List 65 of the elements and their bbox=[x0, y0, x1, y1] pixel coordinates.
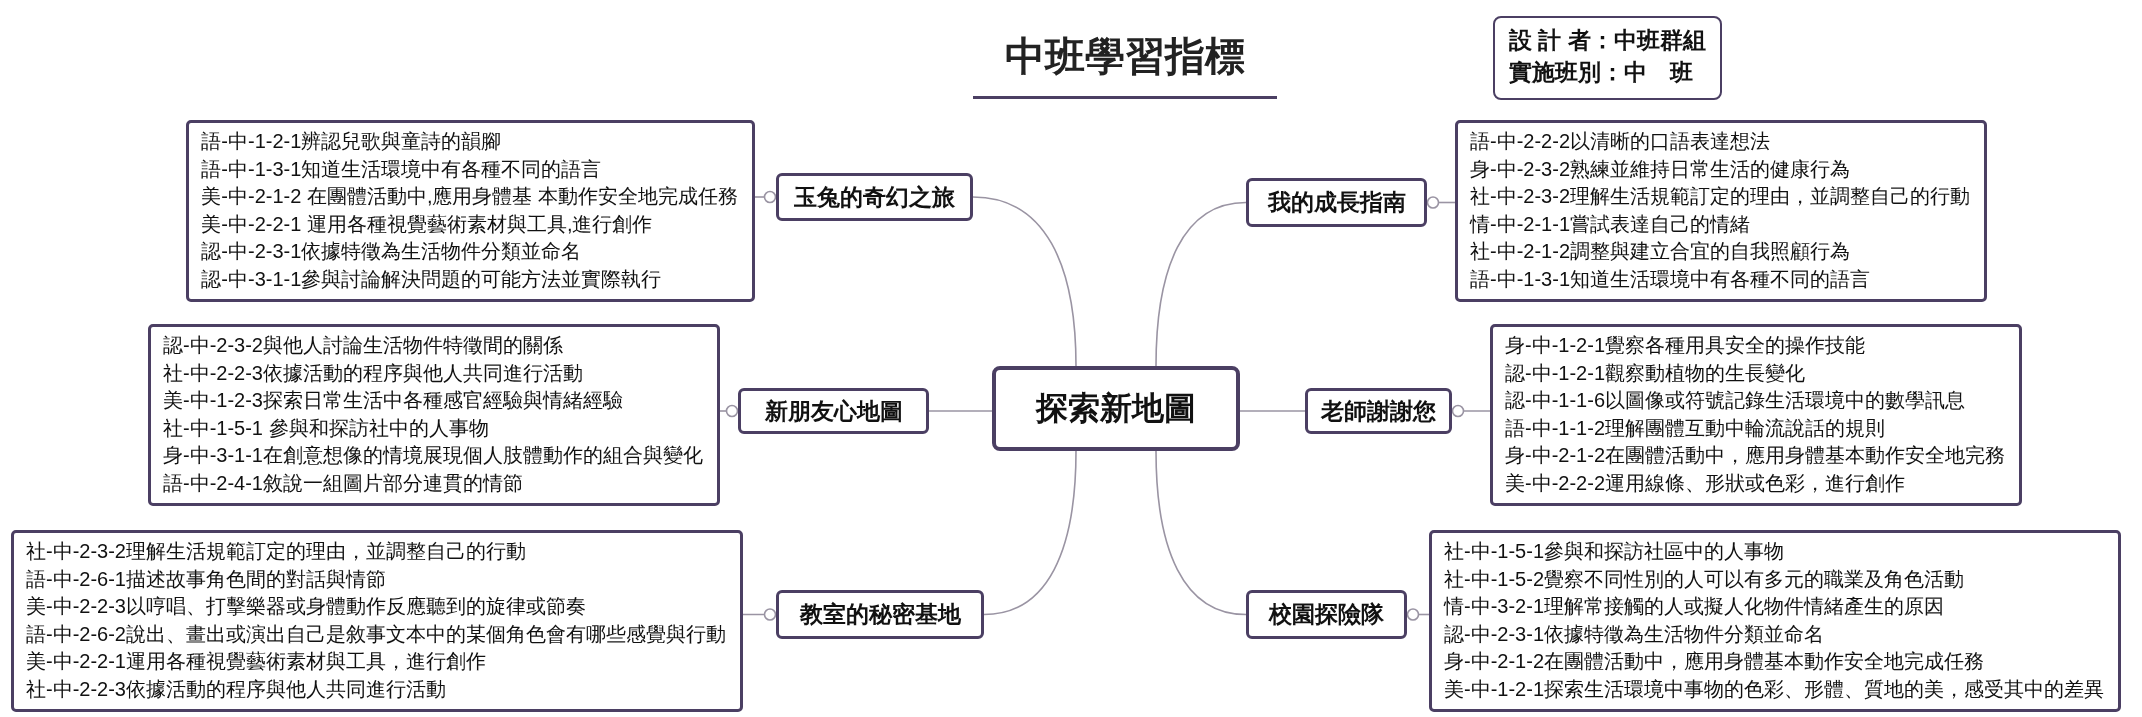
indicator-text: 語-中-1-1-2理解團體互動中輪流說話的規則 bbox=[1505, 415, 1886, 441]
indicator-text: 身-中-2-3-2熟練並維持日常生活的健康行為 bbox=[1470, 156, 1851, 182]
topic-box: 新朋友心地圖 bbox=[738, 388, 929, 434]
indicator-text: 語-中-1-2-1辨認兒歌與童詩的韻腳 bbox=[201, 129, 503, 154]
indicator-list-box bbox=[1490, 324, 2022, 506]
indicator-text: 語-中-2-6-1描述故事角色間的對話與情節 bbox=[26, 566, 387, 592]
topic-box: 校園探險隊 bbox=[1246, 590, 1407, 639]
indicator-text: 美-中-2-2-1 運用各種視覺藝術素材與工具,進行創作 bbox=[201, 211, 654, 237]
connector bbox=[972, 196, 1077, 367]
connector bbox=[1239, 410, 1306, 412]
topic-box: 教室的秘密基地 bbox=[776, 590, 984, 639]
indicator-list-box bbox=[1429, 530, 2121, 712]
indicator-text: 美-中-2-2-1運用各種視覺藝術素材與工具，進行創作 bbox=[26, 649, 487, 674]
indicator-text: 社-中-2-2-3依據活動的程序與他人共同進行活動 bbox=[163, 360, 584, 386]
connector-with-dot bbox=[1426, 196, 1456, 209]
indicator-text: 認-中-3-1-1參與討論解決問題的可能方法並實際執行 bbox=[201, 266, 663, 292]
connector bbox=[1155, 201, 1247, 367]
indicator-list-box bbox=[1455, 120, 1987, 302]
info-text: 實施班別：中 班 bbox=[1509, 58, 1694, 87]
indicator-text: 身-中-2-1-2在團體活動中，應用身體基本動作安全地完務 bbox=[1505, 443, 2005, 468]
indicator-text: 語-中-2-6-2說出、畫出或演出自己是敘事文本中的某個角色會有哪些感覺與行動 bbox=[26, 621, 726, 647]
connector bbox=[1155, 450, 1247, 616]
info-text: 設 計 者：中班群組 bbox=[1509, 26, 1706, 55]
topic-box: 老師謝謝您 bbox=[1305, 388, 1452, 434]
connector bbox=[983, 450, 1077, 616]
connector-with-dot bbox=[754, 190, 777, 204]
topic-box: 我的成長指南 bbox=[1246, 178, 1427, 227]
indicator-text: 社-中-2-1-2調整與建立合宜的自我照顧行為 bbox=[1470, 239, 1851, 264]
indicator-text: 認-中-1-1-6以圖像或符號記錄生活環境中的數學訊息 bbox=[1505, 388, 1966, 413]
connector bbox=[928, 410, 993, 412]
indicator-text: 語-中-2-2-2以清晰的口語表達想法 bbox=[1470, 129, 1771, 154]
indicator-text: 美-中-1-2-1探索生活環境中事物的色彩、形體、質地的美，感受其中的差異 bbox=[1444, 676, 2104, 702]
indicator-text: 身-中-1-2-1覺察各種用具安全的操作技能 bbox=[1505, 333, 1866, 358]
connector-with-dot bbox=[1406, 608, 1430, 621]
indicator-text: 認-中-1-2-1觀察動植物的生長變化 bbox=[1505, 360, 1806, 386]
indicator-text: 社-中-1-5-1參與和探訪社區中的人事物 bbox=[1444, 539, 1785, 564]
info-box bbox=[1493, 16, 1722, 100]
indicator-text: 社-中-1-5-2覺察不同性別的人可以有多元的職業及角色活動 bbox=[1444, 566, 1965, 592]
indicator-text: 情-中-3-2-1理解常接觸的人或擬人化物件情緒產生的原因 bbox=[1444, 594, 1945, 619]
indicator-text: 美-中-2-2-2運用線條、形狀或色彩，進行創作 bbox=[1505, 470, 1906, 496]
indicator-text: 認-中-2-3-2與他人討論生活物件特徵間的關係 bbox=[163, 333, 564, 358]
indicator-text: 社-中-1-5-1 參與和探訪社中的人事物 bbox=[163, 415, 490, 441]
indicator-text: 社-中-2-2-3依據活動的程序與他人共同進行活動 bbox=[26, 676, 447, 702]
indicator-text: 身-中-3-1-1在創意想像的情境展現個人肢體動作的組合與變化 bbox=[163, 443, 703, 468]
indicator-list-box bbox=[11, 530, 743, 712]
indicator-text: 社-中-2-3-2理解生活規範訂定的理由，並調整自己的行動 bbox=[1470, 184, 1970, 209]
indicator-text: 美-中-2-2-3以哼唱、打擊樂器或身體動作反應聽到的旋律或節奏 bbox=[26, 594, 587, 619]
indicator-list-box bbox=[186, 120, 755, 302]
connector-with-dot bbox=[742, 608, 777, 621]
indicator-text: 社-中-2-3-2理解生活規範訂定的理由，並調整自己的行動 bbox=[26, 539, 527, 564]
indicator-text: 美-中-2-1-2 在團體活動中,應用身體基 本動作安全地完成任務 bbox=[201, 184, 738, 209]
indicator-text: 語-中-2-4-1敘說一組圖片部分連貫的情節 bbox=[163, 470, 524, 496]
connector-with-dot bbox=[1451, 404, 1491, 418]
indicator-list-box bbox=[148, 324, 720, 506]
indicator-text: 認-中-2-3-1依據特徵為生活物件分類並命名 bbox=[201, 239, 583, 264]
topic-box: 玉兔的奇幻之旅 bbox=[776, 173, 973, 221]
indicator-text: 語-中-1-3-1知道生活環境中有各種不同的語言 bbox=[1470, 266, 1871, 292]
title: 中班學習指標 bbox=[1004, 33, 1246, 80]
central-topic-box: 探索新地圖 bbox=[992, 366, 1240, 451]
indicator-text: 情-中-2-1-1嘗試表達自己的情緒 bbox=[1470, 211, 1751, 237]
indicator-text: 認-中-2-3-1依據特徵為生活物件分類並命名 bbox=[1444, 621, 1825, 647]
indicator-text: 語-中-1-3-1知道生活環境中有各種不同的語言 bbox=[201, 156, 603, 182]
connector-with-dot bbox=[719, 404, 739, 418]
indicator-text: 美-中-1-2-3探索日常生活中各種感官經驗與情緒經驗 bbox=[163, 388, 624, 413]
indicator-text: 身-中-2-1-2在團體活動中，應用身體基本動作安全地完成任務 bbox=[1444, 649, 1985, 674]
